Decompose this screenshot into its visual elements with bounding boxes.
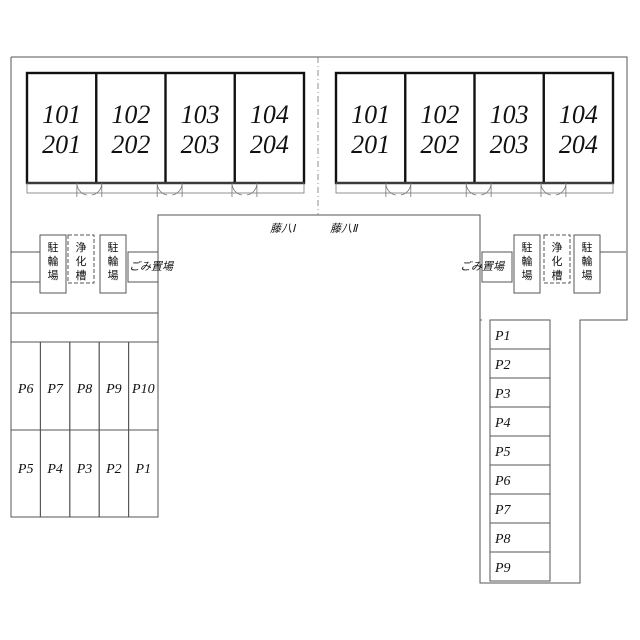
building-left-unit-lower: 204 bbox=[250, 130, 289, 159]
parking-left-bottom-label: P1 bbox=[135, 462, 152, 477]
building-right-door bbox=[540, 182, 552, 197]
parking-right-label: P9 bbox=[494, 561, 511, 576]
building-left-unit-upper: 102 bbox=[111, 100, 150, 129]
building-right-door bbox=[385, 182, 396, 197]
bike-parking-right-2-char: 駐 bbox=[582, 240, 593, 254]
bike-parking-left-1 bbox=[39, 234, 67, 294]
building-left-door bbox=[246, 182, 258, 197]
parking-right-label: P1 bbox=[494, 329, 511, 344]
garbage-label-left: ごみ置場 bbox=[129, 260, 175, 273]
bike-parking-right-2-char: 輪 bbox=[582, 254, 593, 268]
bike-parking-left-2 bbox=[99, 234, 127, 294]
parking-right-label: P3 bbox=[494, 387, 511, 402]
septic-tank-left-char: 化 bbox=[76, 254, 87, 268]
septic-tank-right-char: 浄 bbox=[552, 240, 563, 254]
bike-parking-left-2-char: 駐 bbox=[108, 240, 119, 254]
building-right-door bbox=[400, 182, 412, 197]
building-left-door bbox=[231, 182, 243, 197]
septic-tank-right-char: 化 bbox=[552, 254, 563, 268]
bike-parking-left-2-char: 場 bbox=[108, 269, 119, 282]
septic-tank-left-char: 槽 bbox=[76, 269, 87, 282]
parking-left-bottom bbox=[128, 429, 159, 518]
septic-tank-right-char: 槽 bbox=[552, 269, 563, 282]
bike-parking-left-1-char: 輪 bbox=[48, 254, 59, 268]
building-right-unit-lower: 201 bbox=[351, 130, 390, 159]
parking-left-top-label: P7 bbox=[46, 382, 64, 397]
site-boundary bbox=[11, 56, 628, 584]
parking-left-top-label: P9 bbox=[105, 382, 122, 397]
parking-left-bottom-label: P3 bbox=[76, 462, 93, 477]
garbage-label-right: ごみ置場 bbox=[460, 260, 506, 273]
building-left-unit-lower: 201 bbox=[42, 130, 81, 159]
parking-left-bottom-label: P2 bbox=[105, 462, 122, 477]
bike-parking-right-1-char: 場 bbox=[522, 269, 533, 282]
parking-right-label: P8 bbox=[494, 532, 511, 547]
parking-right-label: P5 bbox=[494, 445, 511, 460]
building-right-unit-upper: 101 bbox=[351, 100, 390, 129]
building-left-unit-lower: 202 bbox=[111, 130, 150, 159]
septic-tank-right bbox=[543, 234, 571, 284]
building-right-unit-lower: 204 bbox=[559, 130, 598, 159]
building-right-entrance-strip bbox=[335, 182, 614, 194]
building-left-door bbox=[76, 182, 87, 197]
building-left-door bbox=[156, 182, 168, 197]
building-left-unit-upper: 104 bbox=[250, 100, 289, 129]
building-left-door bbox=[91, 182, 103, 197]
bike-parking-right-2-char: 場 bbox=[582, 269, 593, 282]
parking-left-top-label: P6 bbox=[17, 382, 34, 397]
building-left-unit-lower: 203 bbox=[181, 130, 220, 159]
bike-parking-right-1-char: 輪 bbox=[522, 254, 533, 268]
building-right-unit-lower: 203 bbox=[490, 130, 529, 159]
parking-right-label: P7 bbox=[494, 503, 512, 518]
building-right-door bbox=[465, 182, 477, 197]
bike-parking-left-1-char: 場 bbox=[48, 269, 59, 282]
garbage-area-right bbox=[481, 251, 513, 283]
parking-left-bottom-label: P5 bbox=[17, 462, 34, 477]
building-right-unit-upper: 103 bbox=[490, 100, 529, 129]
parking-left-top-label: P8 bbox=[76, 382, 93, 397]
building-left-unit-upper: 103 bbox=[181, 100, 220, 129]
building-right-door bbox=[555, 182, 567, 197]
parking-right-label: P4 bbox=[494, 416, 511, 431]
parking-left-bottom-label: P4 bbox=[46, 462, 63, 477]
parking-right-label: P6 bbox=[494, 474, 511, 489]
bike-parking-right-1-char: 駐 bbox=[522, 240, 533, 254]
septic-tank-left-char: 浄 bbox=[76, 240, 87, 254]
garbage-area-left bbox=[127, 251, 159, 283]
building-label-left: 藤八Ⅰ bbox=[270, 222, 297, 235]
bike-parking-left-2-char: 輪 bbox=[108, 254, 119, 268]
parking-right bbox=[489, 551, 551, 582]
building-right-unit-upper: 102 bbox=[420, 100, 459, 129]
building-left-door bbox=[172, 182, 183, 197]
parking-left-top-label: P10 bbox=[131, 382, 155, 397]
bike-parking-right-2 bbox=[573, 234, 601, 294]
bike-parking-right-1 bbox=[513, 234, 541, 294]
septic-tank-left bbox=[67, 234, 95, 284]
bike-parking-left-1-char: 駐 bbox=[48, 240, 59, 254]
building-label-right: 藤八Ⅱ bbox=[330, 222, 359, 235]
building-left-entrance-strip bbox=[26, 182, 305, 194]
building-right-unit-lower: 202 bbox=[420, 130, 459, 159]
building-left-unit-upper: 101 bbox=[42, 100, 81, 129]
building-right-door bbox=[481, 182, 492, 197]
building-right-unit-upper: 104 bbox=[559, 100, 598, 129]
parking-right-label: P2 bbox=[494, 358, 511, 373]
